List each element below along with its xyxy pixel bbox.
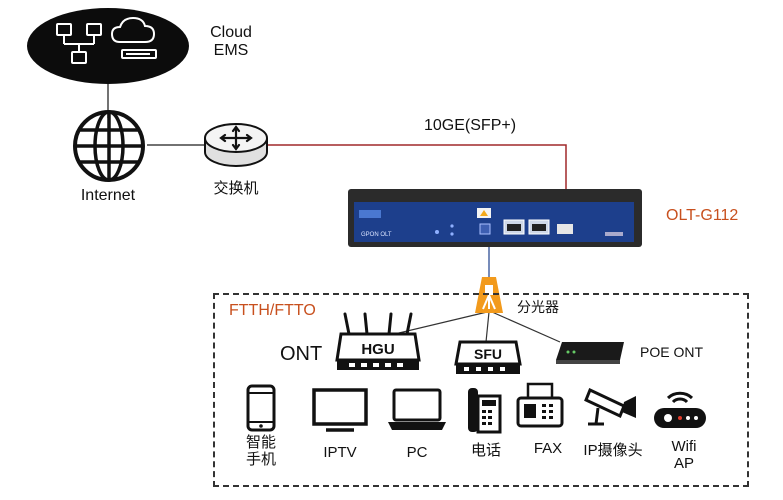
sfu-ont-icon: SFU (454, 340, 522, 374)
splitter-poe-fiber (491, 311, 561, 343)
splitter-sfu-fiber (485, 311, 490, 343)
laptop-icon (388, 388, 446, 430)
ftth-ftto-label: FTTH/FTTO (229, 302, 316, 319)
splitter-icon (475, 277, 503, 313)
splitter-label: 分光器 (517, 299, 559, 315)
ftth-ftto-area (213, 293, 749, 487)
uplink-label: 10GE(SFP+) (424, 117, 517, 134)
ont-label: ONT (280, 343, 323, 365)
terminal-label-phone: 电话 (470, 442, 501, 459)
cloud-ems-icon (27, 8, 189, 84)
terminal-label-pc: PC (406, 444, 428, 461)
terminal-label-iptv: IPTV (323, 444, 357, 461)
internet-label: Internet (80, 187, 136, 204)
sfu-label: SFU (474, 346, 502, 362)
fax-machine-icon (516, 382, 564, 428)
olt-panel-text: GPON OLT (361, 232, 392, 238)
olt-device-icon: GPON OLT (348, 189, 642, 247)
hgu-router-icon: HGU (335, 312, 421, 370)
cloud-ems-label: Cloud EMS (210, 24, 252, 60)
hgu-label: HGU (361, 341, 394, 358)
switch-router-icon (204, 123, 268, 167)
tv-icon (312, 388, 368, 432)
smartphone-icon (246, 384, 276, 432)
ip-camera-icon (584, 387, 636, 426)
terminal-label-ip-camera: IP摄像头 (583, 442, 643, 459)
telephone-icon (468, 388, 502, 434)
terminal-label-fax: FAX (533, 440, 563, 457)
olt-label: OLT-G112 (666, 207, 739, 224)
terminal-label-smartphone: 智能手机 (245, 434, 276, 469)
poe-ont-label: POE ONT (640, 344, 704, 360)
switch-label: 交换机 (213, 180, 259, 197)
poe-ont-icon (556, 342, 624, 364)
globe-icon (73, 110, 145, 182)
wifi-ap-icon (654, 391, 706, 428)
